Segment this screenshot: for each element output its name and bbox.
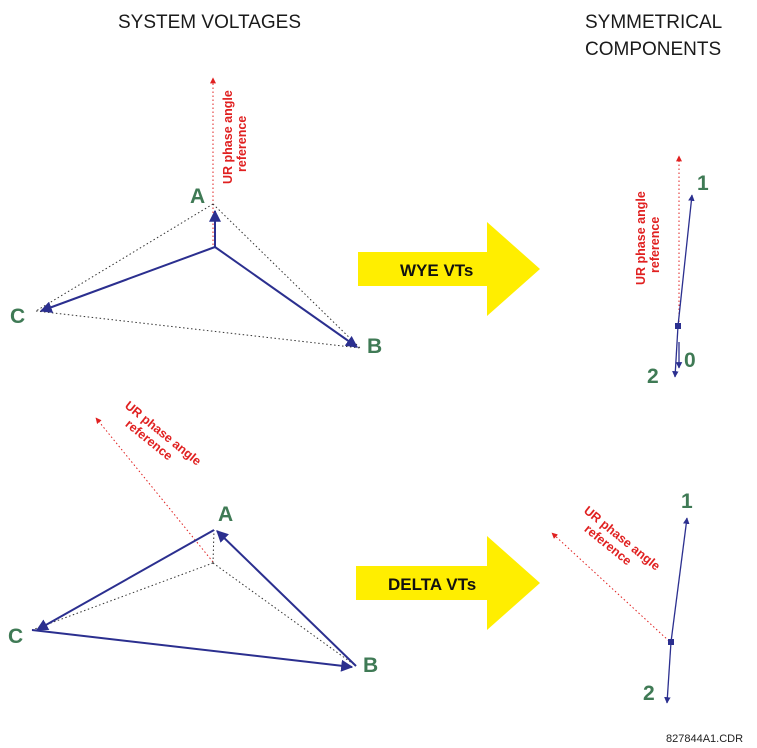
delta-vts-label: DELTA VTs (388, 575, 476, 594)
wye-dotted-ac (35, 203, 214, 312)
delta-negative-sequence-vector (664, 641, 672, 704)
delta-system-voltages: UR phase angle reference A B C (8, 398, 378, 677)
svg-text:reference: reference (648, 217, 662, 273)
wye-label-b: B (367, 335, 382, 358)
delta-origin-marker (668, 639, 674, 645)
wye-label-1: 1 (697, 172, 709, 195)
delta-arrow-shape (356, 536, 540, 630)
wye-sym-reference-label: UR phase angle reference (634, 191, 662, 285)
wye-vts-arrow: WYE VTs (358, 222, 540, 316)
wye-label-2: 2 (647, 365, 659, 388)
delta-label-1: 1 (681, 490, 693, 513)
wye-reference-label: UR phase angle reference (221, 90, 249, 184)
delta-sym-reference-line (551, 532, 670, 642)
svg-text:reference: reference (235, 116, 249, 172)
svg-text:UR phase angle: UR phase angle (634, 191, 648, 285)
delta-dotted-nc (31, 562, 214, 631)
wye-vector-b (214, 246, 358, 348)
delta-label-a: A (218, 503, 233, 526)
wye-label-c: C (10, 305, 25, 328)
delta-positive-sequence-vector (670, 517, 690, 643)
symmetrical-header-line1: SYMMETRICAL (585, 12, 722, 33)
delta-label-2: 2 (643, 682, 655, 705)
delta-vts-arrow: DELTA VTs (356, 536, 540, 630)
wye-negative-sequence-vector (672, 325, 679, 378)
delta-dotted-nb (212, 562, 357, 667)
wye-system-voltages: UR phase angle reference A B C (10, 77, 382, 358)
delta-vector-ca (35, 529, 215, 631)
delta-reference-label: UR phase angle reference (122, 398, 204, 468)
delta-sym-reference-label: UR phase angle reference (581, 503, 663, 573)
wye-label-0: 0 (684, 349, 696, 372)
wye-dotted-ab (212, 203, 361, 349)
delta-reference-line (95, 417, 214, 563)
delta-dotted-na (212, 529, 215, 564)
wye-vts-label: WYE VTs (400, 261, 473, 280)
delta-label-b: B (363, 654, 378, 677)
svg-text:UR phase angle: UR phase angle (221, 90, 235, 184)
figure-code: 827844A1.CDR (666, 733, 743, 745)
wye-symmetrical-components: UR phase angle reference 1 2 0 (634, 155, 709, 388)
wye-vector-c (39, 246, 216, 313)
symmetrical-header-line2: COMPONENTS (585, 39, 721, 60)
delta-symmetrical-components: UR phase angle reference 1 2 (551, 490, 693, 705)
delta-label-c: C (8, 625, 23, 648)
wye-label-a: A (190, 185, 205, 208)
wye-dotted-cb (35, 310, 361, 349)
system-voltages-header: SYSTEM VOLTAGES (118, 12, 301, 33)
wye-positive-sequence-vector (677, 194, 695, 327)
delta-vector-bc (31, 629, 354, 672)
wye-origin-marker (675, 323, 681, 329)
wye-arrow-shape (358, 222, 540, 316)
delta-vector-ab (216, 530, 357, 667)
